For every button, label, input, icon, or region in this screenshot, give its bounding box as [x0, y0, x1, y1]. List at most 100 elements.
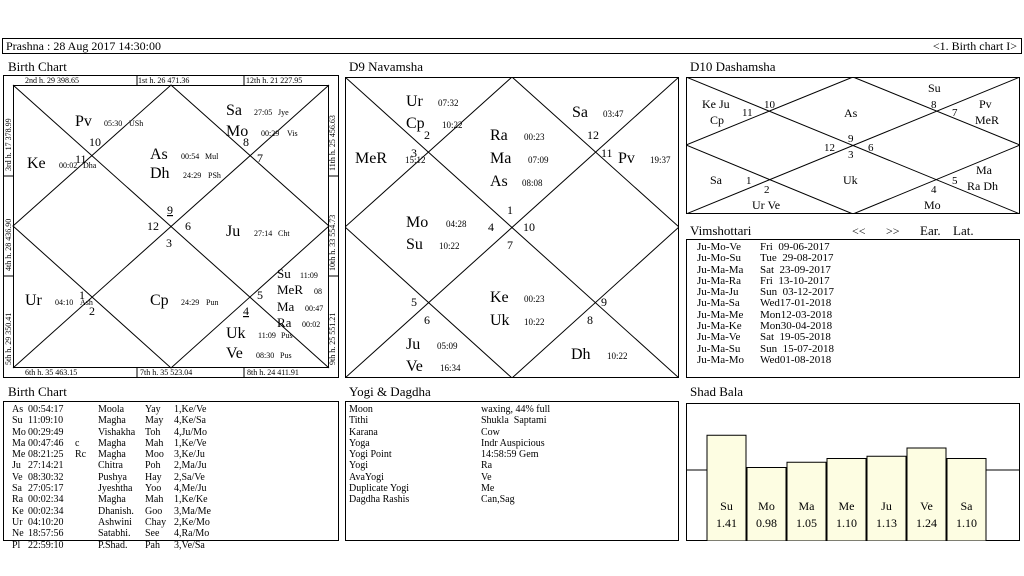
- birth-table-cell-b: 00:02:34: [28, 494, 64, 506]
- shadbala-category-label: Su: [720, 499, 733, 513]
- svg-text:04:28: 04:28: [446, 219, 467, 229]
- header-bar: Prashna : 28 Aug 2017 14:30:00 <1. Birth…: [2, 38, 1022, 54]
- d10-house-number: 5: [952, 175, 958, 187]
- shadbala-category-label: Ma: [799, 499, 816, 513]
- d10-planet-su[interactable]: Su: [928, 81, 941, 95]
- svg-text:USh: USh: [129, 119, 143, 128]
- yogi-value: Me: [481, 483, 495, 495]
- vim-earlier-button[interactable]: Ear.: [920, 223, 941, 238]
- birth-chart[interactable]: 2nd h. 29 398.65 1st h. 26 471.36 12th h…: [3, 75, 339, 378]
- d1-bottom-house-8: 8th h. 24 411.91: [247, 368, 299, 377]
- d9-house-number: 8: [587, 313, 593, 327]
- birth-table-cell-d: Magha: [98, 494, 126, 506]
- d10-house-number: 8: [931, 99, 937, 111]
- dasha-period: Ju-Ma-Ra: [697, 274, 741, 287]
- svg-text:27:14: 27:14: [254, 229, 272, 238]
- birth-table-cell-a: Ur: [12, 516, 23, 528]
- d10-planet-cp[interactable]: Cp: [710, 113, 724, 127]
- svg-text:11:09: 11:09: [300, 271, 318, 280]
- svg-text:Ju: Ju: [226, 223, 240, 240]
- d10-planet-mo[interactable]: Mo: [924, 198, 941, 212]
- vim-next-button[interactable]: >>: [886, 224, 900, 238]
- svg-text:Ma: Ma: [277, 299, 295, 314]
- d10-planet-pv[interactable]: Pv: [979, 97, 992, 111]
- dasha-date: Sat 19-05-2018: [760, 331, 831, 344]
- svg-text:Cp: Cp: [406, 115, 425, 132]
- svg-text:Ra: Ra: [277, 315, 292, 330]
- vim-later-button[interactable]: Lat.: [953, 223, 974, 238]
- birth-table-cell-b: 00:02:34: [28, 505, 64, 517]
- d10-planet-ma[interactable]: Ma: [976, 163, 993, 177]
- chart-selector-link[interactable]: <1. Birth chart I>: [932, 39, 1017, 53]
- d10-planets-ke-ju[interactable]: Ke Ju: [702, 97, 730, 111]
- d10-planet-as[interactable]: As: [844, 106, 858, 120]
- birth-table-cell-c: c: [75, 437, 80, 449]
- birth-table-cell-a: Ke: [12, 505, 24, 517]
- shadbala-bar-su: [706, 434, 747, 541]
- svg-text:Cp: Cp: [150, 292, 169, 309]
- d10-planets-ur-ve[interactable]: Ur Ve: [752, 198, 780, 212]
- svg-text:Su: Su: [406, 236, 423, 253]
- svg-text:Mo: Mo: [226, 123, 248, 140]
- vim-prev-button[interactable]: <<: [852, 224, 866, 238]
- d10-chart[interactable]: 10 8 11 7 9 12 6 3 1 5 2 4 Ke Ju Cp Su A…: [686, 77, 1020, 214]
- dasha-period: Ju-Ma-Ma: [697, 263, 744, 276]
- svg-text:MeR: MeR: [355, 150, 387, 167]
- svg-text:Uk: Uk: [490, 312, 510, 329]
- shadbala-category-label: Mo: [758, 499, 775, 513]
- d10-planets-ra-dh[interactable]: Ra Dh: [967, 179, 998, 193]
- d1-house-number: 2: [89, 304, 95, 318]
- svg-text:Ve: Ve: [226, 345, 243, 362]
- d10-planet-uk[interactable]: Uk: [843, 173, 858, 187]
- d9-house-number: 6: [424, 313, 430, 327]
- d1-house-number: 4: [243, 304, 249, 318]
- d1-house-number: 10: [89, 135, 101, 149]
- birth-table-cell-f: 4,Ke/Sa: [174, 415, 206, 427]
- d10-title: D10 Dashamsha: [690, 59, 776, 74]
- d9-house-number: 3: [411, 146, 417, 160]
- shadbala-value-label: 1.13: [876, 516, 897, 530]
- svg-text:Ve: Ve: [406, 358, 423, 375]
- svg-text:05:09: 05:09: [437, 341, 458, 351]
- birth-table-cell-e: Toh: [145, 426, 161, 438]
- d10-planet-mer[interactable]: MeR: [975, 113, 999, 127]
- d10-planet-sa[interactable]: Sa: [710, 173, 723, 187]
- d9-title: D9 Navamsha: [349, 59, 424, 74]
- birth-table-cell-e: Yay: [145, 404, 161, 415]
- d10-house-number: 2: [764, 184, 770, 196]
- svg-text:Ur: Ur: [25, 292, 43, 309]
- svg-text:10:22: 10:22: [607, 351, 628, 361]
